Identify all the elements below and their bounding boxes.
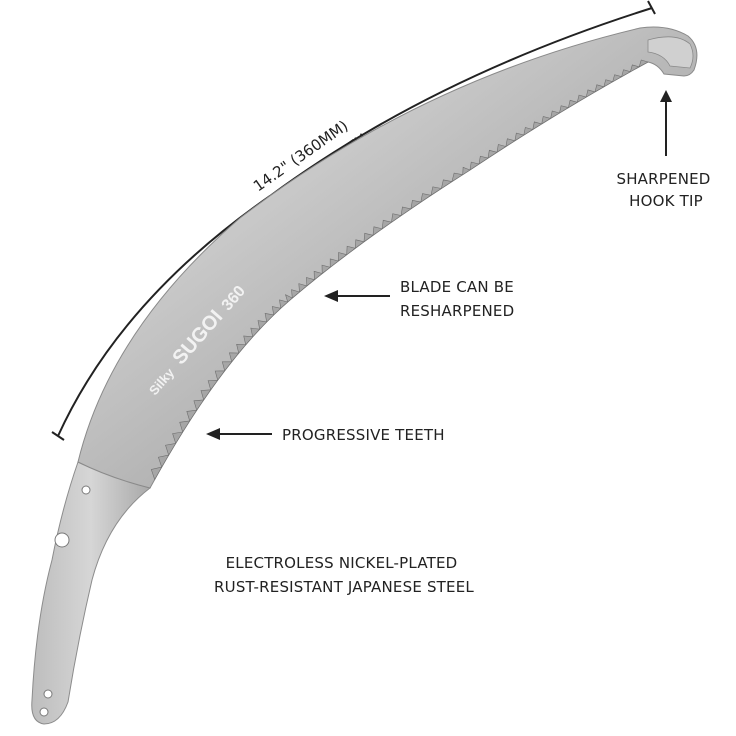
hook-tip [647, 36, 694, 69]
tang-hole-1 [81, 485, 91, 495]
callout-progressive-teeth: PROGRESSIVE TEETH [206, 426, 445, 444]
resharpen-label: BLADE CAN BE RESHARPENED [400, 278, 519, 320]
resharpen-arrow-head [324, 290, 338, 302]
blade-tang [31, 461, 152, 725]
steel-description: ELECTROLESS NICKEL-PLATED RUST-RESISTANT… [214, 554, 474, 596]
teeth-label: PROGRESSIVE TEETH [282, 426, 445, 444]
tang-hole-2 [54, 532, 70, 548]
callout-resharpen: BLADE CAN BE RESHARPENED [324, 278, 519, 320]
teeth-arrow-head [206, 428, 220, 440]
blade-length-end-cap-left [51, 431, 65, 441]
blade-length-end-cap-right [647, 0, 656, 15]
hook-tip-arrow-head [660, 90, 672, 102]
callout-hook-tip: SHARPENED HOOK TIP [616, 90, 715, 210]
hook-tip-label: SHARPENED HOOK TIP [616, 170, 715, 210]
tang-hole-3 [43, 689, 53, 699]
blade-body [77, 26, 698, 489]
saw-teeth [150, 59, 649, 481]
saw-blade: Silky SUGOI 360 [31, 26, 698, 725]
tang-hole-4 [39, 707, 49, 717]
